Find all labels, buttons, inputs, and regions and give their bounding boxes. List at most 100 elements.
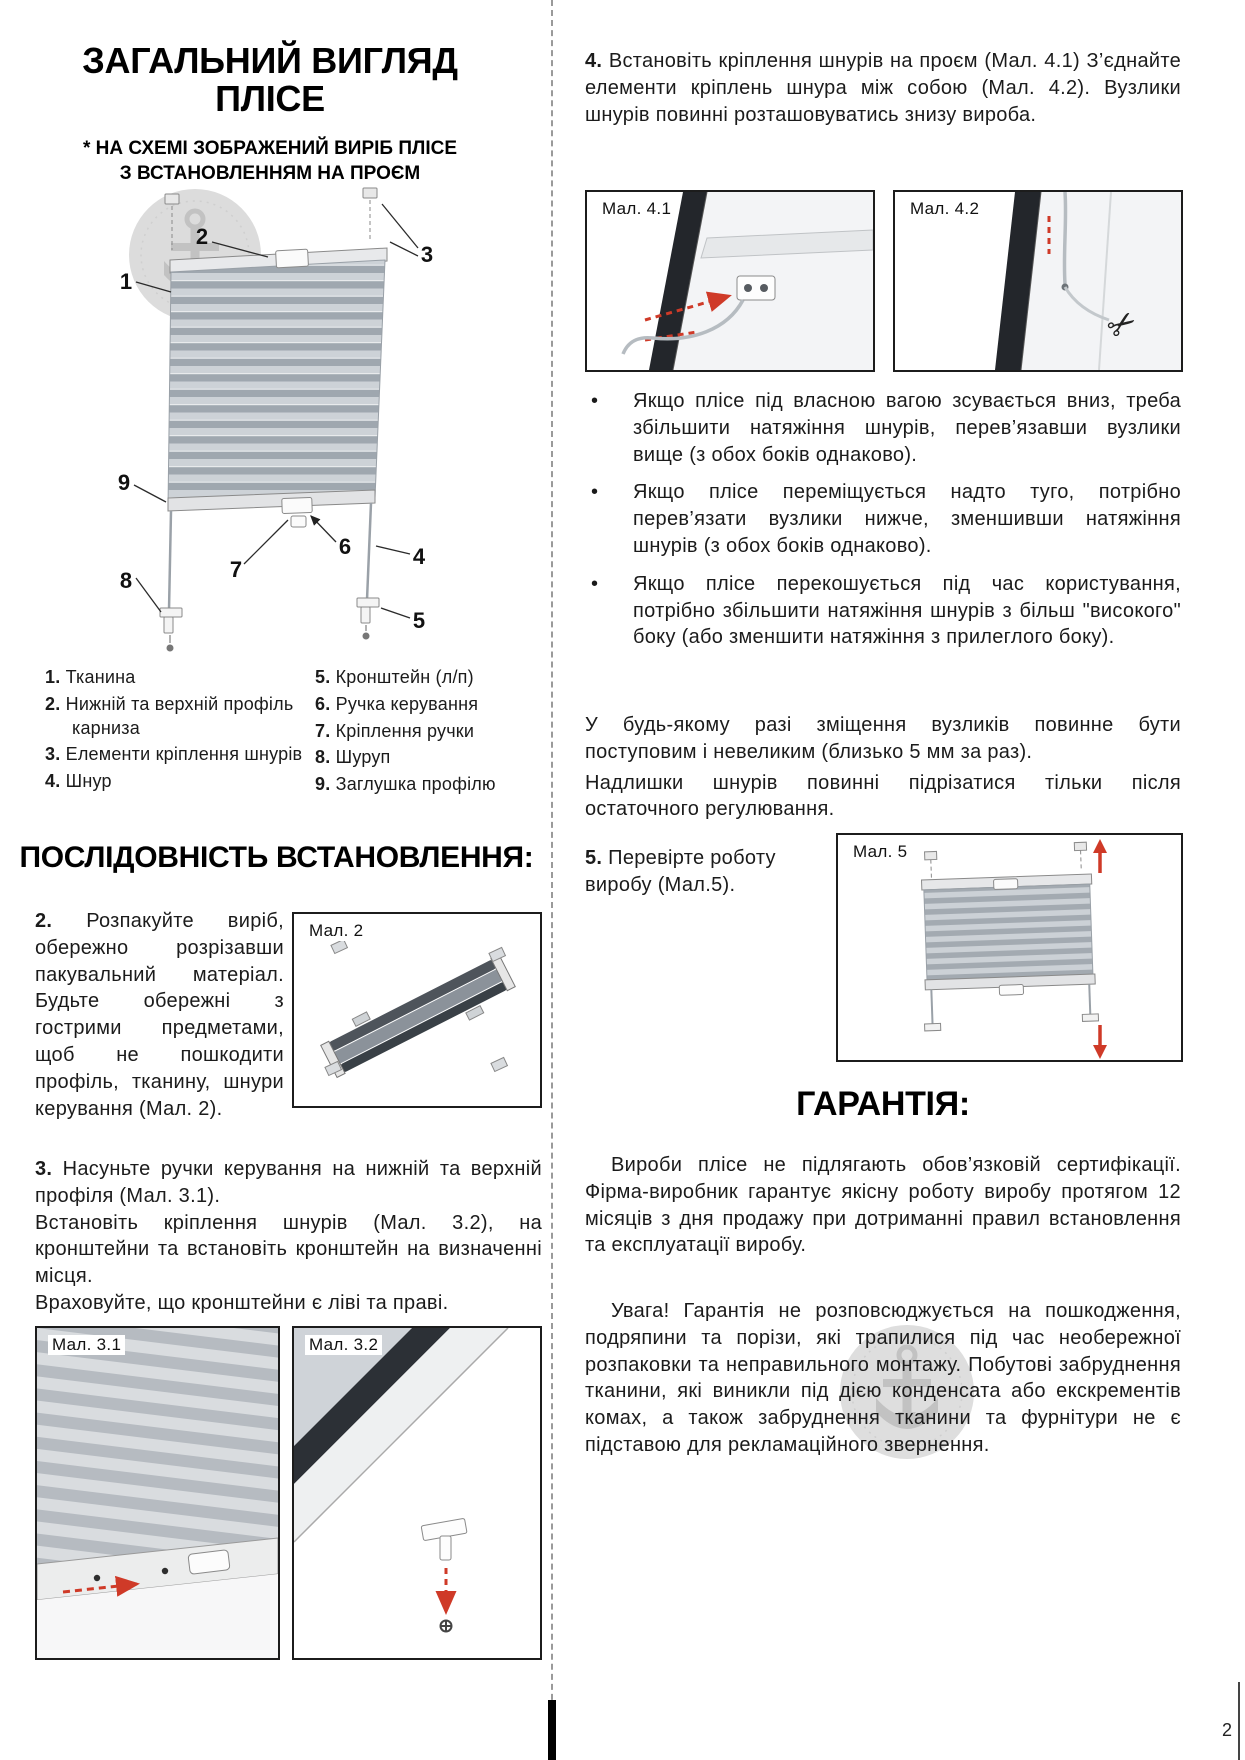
callout-5: 5: [413, 608, 425, 633]
diagram-note-line1: * НА СХЕМІ ЗОБРАЖЕНИЙ ВИРІБ ПЛІСЕ: [82, 138, 458, 159]
legend-item: 1. Тканина: [45, 667, 136, 687]
callout-2: 2: [196, 224, 208, 249]
cord-right: [365, 502, 373, 601]
handle-install-illustration: [37, 1328, 278, 1658]
page-edge-line: [1238, 1682, 1240, 1760]
step-2-number: 2.: [35, 910, 53, 932]
diagram-note-line2: З ВСТАНОВЛЕННЯМ НА ПРОЄМ: [119, 163, 421, 185]
page-title: ЗАГАЛЬНИЙ ВИГЛЯД ПЛІСЕ: [55, 40, 485, 120]
step-5-paragraph: 5. Перевірте роботу виробу (Мал.5).: [585, 845, 827, 899]
check-operation-illustration: [920, 839, 1107, 1059]
legend-item: 8. Шуруп: [315, 747, 391, 768]
step-3-text-2: Встановіть кріплення шнурів (Мал. 3.2), …: [35, 1211, 542, 1288]
control-handle: [281, 497, 313, 514]
red-arrows: [1093, 839, 1107, 1059]
step-4-text: Встановіть кріплення шнурів на проєм (Ма…: [585, 50, 1181, 126]
step-3-number: 3.: [35, 1158, 53, 1180]
divider-end-bar: [548, 1700, 556, 1760]
bracket-left: [159, 607, 183, 634]
figure-3-1: Мал. 3.1: [35, 1326, 280, 1660]
step-3-text-1: Насуньте ручки керування на нижній та ве…: [35, 1158, 542, 1207]
legend-item: 6. Ручка керування: [315, 693, 479, 714]
page-number: 2: [1221, 1720, 1232, 1740]
note-2: Надлишки шнурів повинні підрізатися тіль…: [585, 771, 1181, 821]
step-5-number: 5.: [585, 847, 603, 869]
figure-3-1-label: Мал. 3.1: [48, 1335, 126, 1355]
bracket-right: [356, 597, 380, 624]
step-3-paragraph: 3. Насуньте ручки керування на нижній та…: [35, 1156, 542, 1317]
figure-4-2: Мал. 4.2 ✂: [893, 190, 1183, 372]
diagram-note: * НА СХЕМІ ЗОБРАЖЕНИЙ ВИРІБ ПЛІСЕ З ВСТА…: [55, 136, 485, 186]
cord: [621, 299, 745, 355]
callout-9: 9: [118, 470, 130, 495]
figure-5-label: Мал. 5: [849, 842, 912, 862]
list-item: • Якщо плісе під власною вагою зсуваєтьс…: [585, 388, 1181, 468]
callout-4: 4: [413, 544, 426, 569]
adjustment-notes: У будь-якому разі зміщення вузликів пови…: [585, 712, 1181, 823]
column-divider: [551, 0, 553, 1760]
legend: 1. Тканина 2. Нижній та верхній профіль …: [45, 666, 547, 800]
figure-2: Мал. 2: [292, 912, 542, 1108]
handle-mount: [290, 515, 307, 528]
legend-col-1: 1. Тканина 2. Нижній та верхній профіль …: [45, 666, 315, 800]
bullet-icon: •: [591, 481, 599, 504]
step-3-text-3: Враховуйте, що кронштейни є ліві та прав…: [35, 1291, 449, 1314]
bullet-text: Якщо плісе переміщується надто туго, пот…: [633, 481, 1181, 557]
legend-item: 3. Елементи кріплення шнурів: [45, 744, 303, 765]
callout-3: 3: [421, 242, 433, 267]
step-2-text: Розпакуйте виріб, обережно розрізавши па…: [35, 910, 284, 1120]
list-item: • Якщо плісе переміщується надто туго, п…: [585, 479, 1181, 559]
figure-3-2-label: Мал. 3.2: [305, 1335, 383, 1355]
callout-6: 6: [339, 534, 351, 559]
red-arrow: [644, 291, 732, 322]
figure-4-1: Мал. 4.1: [585, 190, 875, 372]
screw-right: [362, 632, 370, 640]
bullet-text: Якщо плісе під власною вагою зсувається …: [633, 390, 1181, 466]
top-handle: [275, 248, 309, 269]
cord: [1062, 192, 1068, 285]
warranty-paragraph-1: Вироби плісе не підлягають обов’язковій …: [585, 1154, 1181, 1257]
warranty-paragraph-2: Увага! Гарантія не розповсюджується на п…: [585, 1300, 1181, 1456]
screw-left: [166, 644, 174, 652]
step-2-paragraph: 2. Розпакуйте виріб, обережно розрізавши…: [35, 908, 284, 1122]
bracket-install-illustration: [294, 1328, 540, 1658]
pleated-fabric: [167, 259, 386, 509]
cord-fixing-illustration: [587, 192, 873, 370]
packed-blind-illustration: [320, 938, 516, 1079]
callout-8: 8: [120, 568, 132, 593]
note-1: У будь-якому разі зміщення вузликів пови…: [585, 714, 1181, 763]
red-arrow: [62, 1575, 140, 1597]
bullet-text: Якщо плісе перекошується під час користу…: [633, 572, 1181, 649]
warranty-heading: ГАРАНТІЯ:: [796, 1085, 970, 1123]
figure-4-1-label: Мал. 4.1: [598, 199, 676, 219]
red-arrow: [644, 330, 698, 342]
bullet-icon: •: [591, 390, 599, 412]
callout-lines: [133, 203, 419, 619]
cord-trim-illustration: ✂: [895, 192, 1181, 370]
legend-item: 4. Шнур: [45, 771, 112, 791]
callout-1: 1: [120, 269, 132, 294]
figure-5: Мал. 5: [836, 833, 1183, 1062]
watermark-logo: [840, 1325, 974, 1459]
figure-2-label: Мал. 2: [305, 921, 368, 941]
legend-item: 7. Кріплення ручки: [315, 720, 475, 741]
anchor-icon: [876, 1344, 938, 1429]
bullet-icon: •: [591, 572, 599, 595]
callout-numbers: 1 2 3 4 5 6 7 8 9: [118, 224, 433, 633]
page-title-line2: ПЛІСЕ: [215, 78, 325, 120]
cord-fixings: [164, 187, 378, 250]
adjustment-bullet-list: • Якщо плісе під власною вагою зсуваєтьс…: [585, 388, 1181, 662]
legend-col-2: 5. Кронштейн (л/п) 6. Ручка керування 7.…: [315, 666, 547, 800]
legend-item: 2. Нижній та верхній профіль карниза: [45, 693, 294, 738]
step-4-number: 4.: [585, 50, 603, 72]
figure-3-2: Мал. 3.2: [292, 1326, 542, 1660]
cord-left: [167, 510, 173, 611]
step-4-paragraph: 4. Встановіть кріплення шнурів на проєм …: [585, 48, 1181, 128]
legend-item: 9. Заглушка профілю: [315, 774, 496, 794]
figure-4-2-label: Мал. 4.2: [906, 199, 984, 219]
callout-7: 7: [230, 557, 242, 582]
step-5-text: Перевірте роботу виробу (Мал.5).: [585, 847, 776, 896]
cord-tail: [1063, 286, 1110, 322]
page-title-line1: ЗАГАЛЬНИЙ ВИГЛЯД: [82, 40, 458, 81]
blind-overview-illustration: 1 2 3 4 5 6 7 8 9: [118, 187, 433, 652]
